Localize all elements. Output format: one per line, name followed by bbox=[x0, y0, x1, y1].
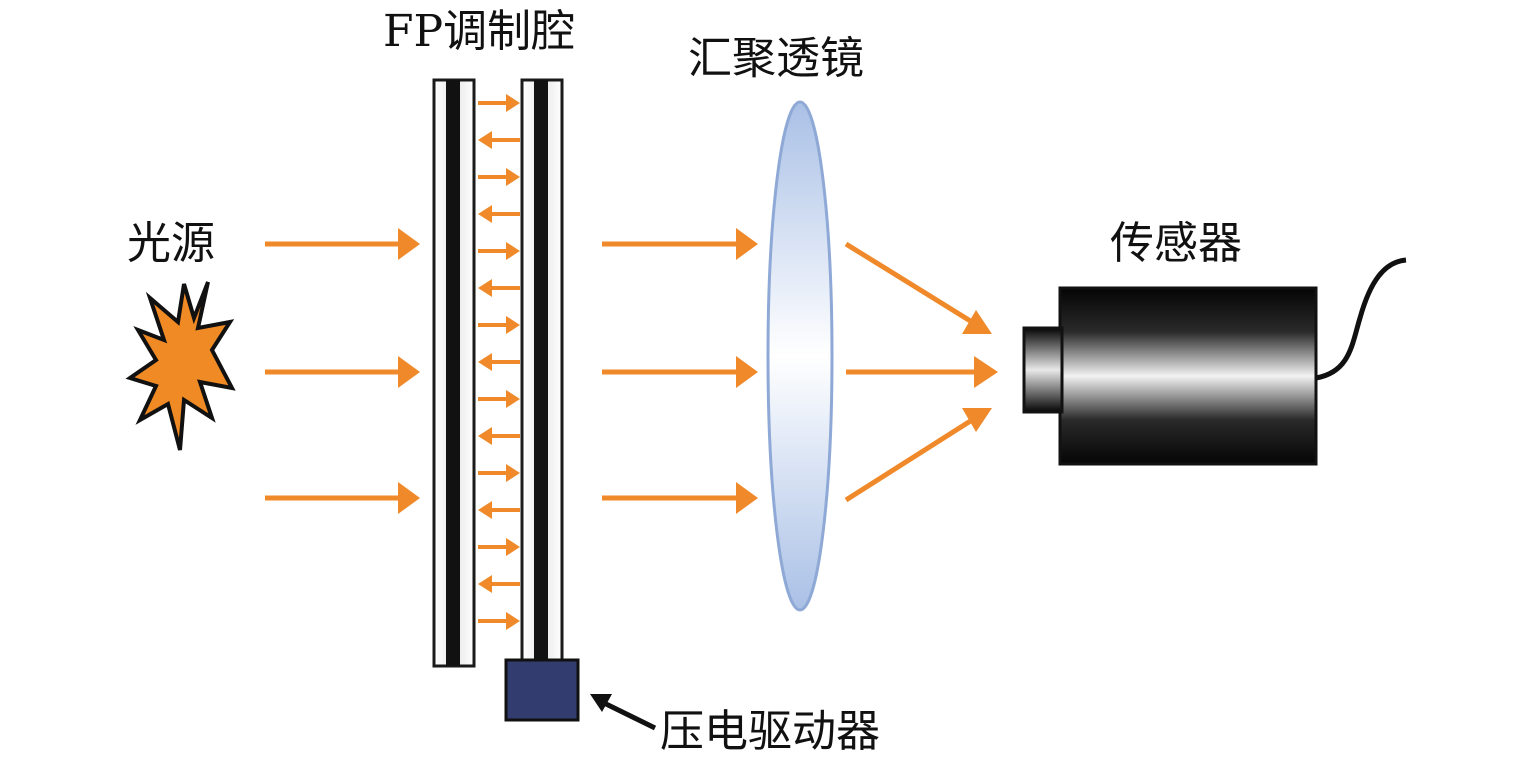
fp-cavity-label: FP调制腔 bbox=[383, 6, 575, 57]
arrowhead-icon bbox=[478, 575, 492, 593]
fp-cavity-right-mirror bbox=[520, 78, 564, 662]
fp-cavity-left-mirror bbox=[432, 78, 476, 668]
arrowhead-icon bbox=[398, 228, 420, 260]
sensor-body bbox=[1058, 286, 1318, 466]
arrowhead-icon bbox=[506, 612, 520, 630]
biconvex-lens-icon bbox=[766, 100, 834, 612]
starburst-icon bbox=[125, 281, 236, 451]
arrowhead-icon bbox=[736, 228, 758, 260]
incident-beams bbox=[265, 228, 420, 514]
arrowhead-icon bbox=[506, 464, 520, 482]
arrowhead-icon bbox=[506, 168, 520, 186]
piezo-pointer-arrow bbox=[590, 694, 657, 731]
arrowhead-icon bbox=[506, 316, 520, 334]
transmitted-beams bbox=[602, 228, 758, 514]
arrowhead-icon bbox=[962, 310, 992, 334]
sensor-cable bbox=[1315, 257, 1407, 381]
arrowhead-icon bbox=[398, 482, 420, 514]
converging-lens-label: 汇聚透镜 bbox=[688, 33, 864, 84]
piezo-driver-label: 压电驱动器 bbox=[660, 706, 880, 757]
converging-beams bbox=[844, 241, 998, 503]
arrowhead-icon bbox=[478, 353, 492, 371]
piezo-driver-block bbox=[504, 658, 580, 722]
cavity-reflection-arrows bbox=[478, 94, 520, 630]
arrowhead-icon bbox=[962, 408, 992, 432]
arrowhead-icon bbox=[478, 501, 492, 519]
converging-beam-top bbox=[844, 241, 974, 325]
arrowhead-icon bbox=[478, 205, 492, 223]
arrowhead-icon bbox=[506, 242, 520, 260]
arrowhead-icon bbox=[736, 356, 758, 388]
arrowhead-icon bbox=[506, 538, 520, 556]
arrowhead-icon bbox=[506, 94, 520, 112]
arrowhead-icon bbox=[478, 279, 492, 297]
arrowhead-icon bbox=[478, 131, 492, 149]
arrowhead-icon bbox=[506, 390, 520, 408]
cylinder-sensor-icon bbox=[1022, 257, 1407, 466]
converging-beam-bottom bbox=[844, 417, 974, 503]
sensor-cap bbox=[1022, 326, 1064, 414]
arrowhead-icon bbox=[478, 427, 492, 445]
arrowhead-icon bbox=[736, 482, 758, 514]
arrowhead-icon bbox=[398, 356, 420, 388]
arrowhead-icon bbox=[974, 356, 998, 388]
light-source-label: 光源 bbox=[127, 218, 215, 269]
sensor-label: 传感器 bbox=[1110, 218, 1242, 269]
